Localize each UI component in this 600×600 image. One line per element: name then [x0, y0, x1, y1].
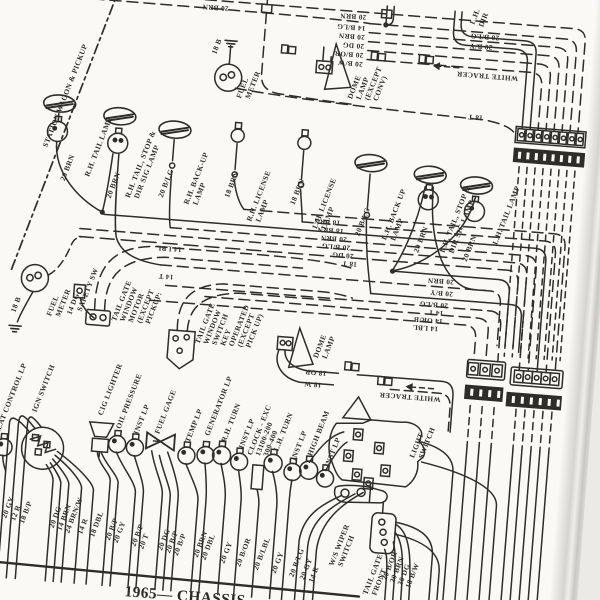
- wire-18w: 18 W: [303, 380, 321, 389]
- wire-20blg-curve: 20 B/LG: [470, 32, 499, 42]
- run-18brn-1: 18 BRN: [313, 217, 340, 227]
- run-14lbl-left: 14 LBL: [156, 244, 182, 254]
- wire-20bw: 20 B/W: [337, 58, 363, 68]
- wire-20bor-1: 20 B/OR: [334, 49, 364, 59]
- run-18t: 18 T: [342, 259, 358, 268]
- run-20brn-r: 20 BRN: [427, 276, 454, 286]
- run-14t-left: 14 T: [158, 272, 174, 281]
- run-20by: 20 B/Y: [429, 288, 453, 298]
- run-20dg: 20 DG: [332, 250, 354, 260]
- wire-20brn-1: 20 BRN: [339, 11, 366, 21]
- run-20brn: 20 BRN: [320, 233, 347, 243]
- run-14t: 14 T: [428, 308, 444, 317]
- page-edge-shadow: [541, 0, 600, 600]
- run-20blg-r: 20 B/LG: [419, 299, 448, 309]
- run-18brn-2: 18 BRN: [317, 225, 344, 235]
- run-20blg: 20 B/LG: [321, 242, 350, 252]
- wire-18t-top: 18 T: [468, 113, 484, 122]
- wire-20brn-2: 20 BRN: [338, 31, 365, 41]
- wire-20brn-left: 20 BRN: [202, 2, 229, 12]
- wire-20by-curve: 20 B/Y: [469, 41, 493, 51]
- wire-20dg-1: 20 DG: [342, 41, 364, 51]
- wire-14blg: 14 B/LG: [337, 22, 366, 32]
- run-14orb: 14 OR/B: [414, 315, 444, 325]
- wire-18or: 18 OR: [304, 368, 327, 378]
- run-14lbl: 14 LBL: [412, 323, 438, 333]
